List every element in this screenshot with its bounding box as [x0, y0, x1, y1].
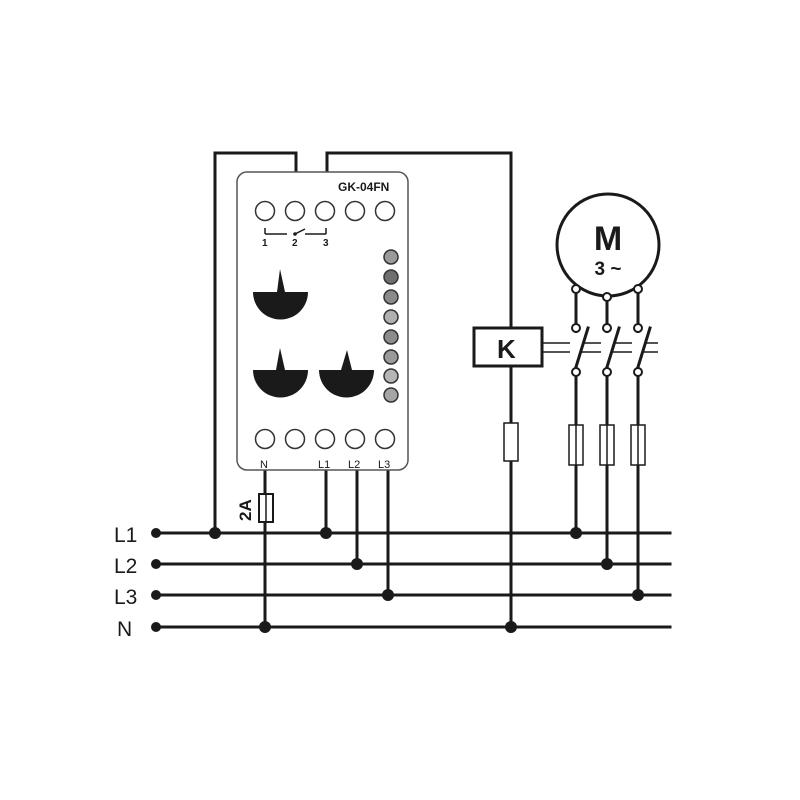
led-5 — [383, 329, 399, 345]
led-4 — [383, 309, 399, 325]
junction-motor-l1 — [570, 527, 582, 539]
led-column — [383, 249, 399, 403]
bottom-terminal-row — [254, 428, 396, 450]
led-1 — [383, 249, 399, 265]
wire-l1-to-device-top — [213, 151, 298, 535]
contactor-label: K — [497, 334, 516, 364]
relay-contact-symbol: 1 2 3 — [262, 228, 329, 249]
relay-pos-3: 3 — [323, 238, 329, 249]
contactor-fuse-body — [503, 422, 519, 462]
terminal-label-n: N — [260, 459, 268, 471]
top-terminal-row — [254, 200, 396, 222]
terminal-top-5 — [374, 200, 396, 222]
relay-pos-1: 1 — [262, 238, 268, 249]
knob-3 — [319, 350, 374, 398]
terminal-label-l2: L2 — [348, 459, 360, 471]
wire-device-to-contactor — [325, 151, 513, 629]
terminal-top-2 — [284, 200, 306, 222]
contact-blade-l2 — [605, 326, 621, 369]
relay-contact-pivot — [293, 232, 297, 236]
terminal-bottom-unused — [284, 428, 306, 450]
contactor-coil-box — [472, 326, 544, 368]
bus-start-dot-n — [151, 622, 161, 632]
relay-contact-blade — [294, 228, 306, 235]
junction-n-device — [259, 621, 271, 633]
contact-terminal-top-l1 — [571, 323, 581, 333]
bus-label-n: N — [117, 618, 132, 641]
terminal-top-3 — [314, 200, 336, 222]
motor-circuit: M 3 ~ — [555, 192, 661, 601]
junction-n-contactor — [505, 621, 517, 633]
terminal-label-l3: L3 — [378, 459, 390, 471]
contact-terminal-bottom-l3 — [633, 367, 643, 377]
terminal-bottom-l3 — [374, 428, 396, 450]
controller-device: GK-04FN 1 2 3 — [236, 171, 409, 471]
contact-blade-l1 — [574, 326, 590, 369]
knob-2-body — [253, 370, 308, 398]
contact-terminal-top-l2 — [602, 323, 612, 333]
knob-2-pointer — [276, 348, 285, 370]
bus-label-l1: L1 — [114, 524, 137, 547]
terminal-label-l1: L1 — [318, 459, 330, 471]
bus-label-l2: L2 — [114, 555, 137, 578]
junction-l1-device — [320, 527, 332, 539]
contact-blade-l3 — [636, 326, 652, 369]
knob-1-pointer — [277, 269, 285, 292]
motor-terminal-l3 — [633, 284, 643, 294]
motor-label: M — [594, 220, 622, 258]
knob-2 — [253, 348, 308, 398]
junction-l1-feed — [209, 527, 221, 539]
relay-pos-2: 2 — [292, 238, 298, 249]
junction-motor-l3 — [632, 589, 644, 601]
knob-1-body — [253, 292, 308, 320]
knob-1 — [253, 269, 308, 320]
bus-start-dot-l2 — [151, 559, 161, 569]
contact-terminal-bottom-l2 — [602, 367, 612, 377]
junction-l3-device — [382, 589, 394, 601]
bus-start-dot-l3 — [151, 590, 161, 600]
knob-3-body — [319, 370, 374, 398]
fuse-rating-label: 2A — [236, 499, 255, 521]
fuse-2a: 2A — [236, 493, 274, 523]
led-6 — [383, 349, 399, 365]
motor-phase-label: 3 ~ — [595, 259, 622, 280]
contact-terminal-bottom-l1 — [571, 367, 581, 377]
contact-terminal-top-l3 — [633, 323, 643, 333]
led-8 — [383, 387, 399, 403]
led-7 — [383, 368, 399, 384]
knob-3-pointer — [341, 350, 352, 370]
device-model-label: GK-04FN — [338, 180, 389, 194]
terminal-bottom-n — [254, 428, 276, 450]
bus-label-l3: L3 — [114, 586, 137, 609]
motor-terminal-l1 — [571, 284, 581, 294]
terminal-top-1 — [254, 200, 276, 222]
led-2 — [383, 269, 399, 285]
terminal-top-4 — [344, 200, 366, 222]
junction-motor-l2 — [601, 558, 613, 570]
terminal-bottom-l1 — [314, 428, 336, 450]
terminal-bottom-l2 — [344, 428, 366, 450]
motor-terminal-l2 — [602, 292, 612, 302]
junction-l2-device — [351, 558, 363, 570]
bus-lines: L1 L2 L3 N — [114, 524, 672, 641]
bus-start-dot-l1 — [151, 528, 161, 538]
led-3 — [383, 289, 399, 305]
control-wiring — [209, 151, 517, 633]
